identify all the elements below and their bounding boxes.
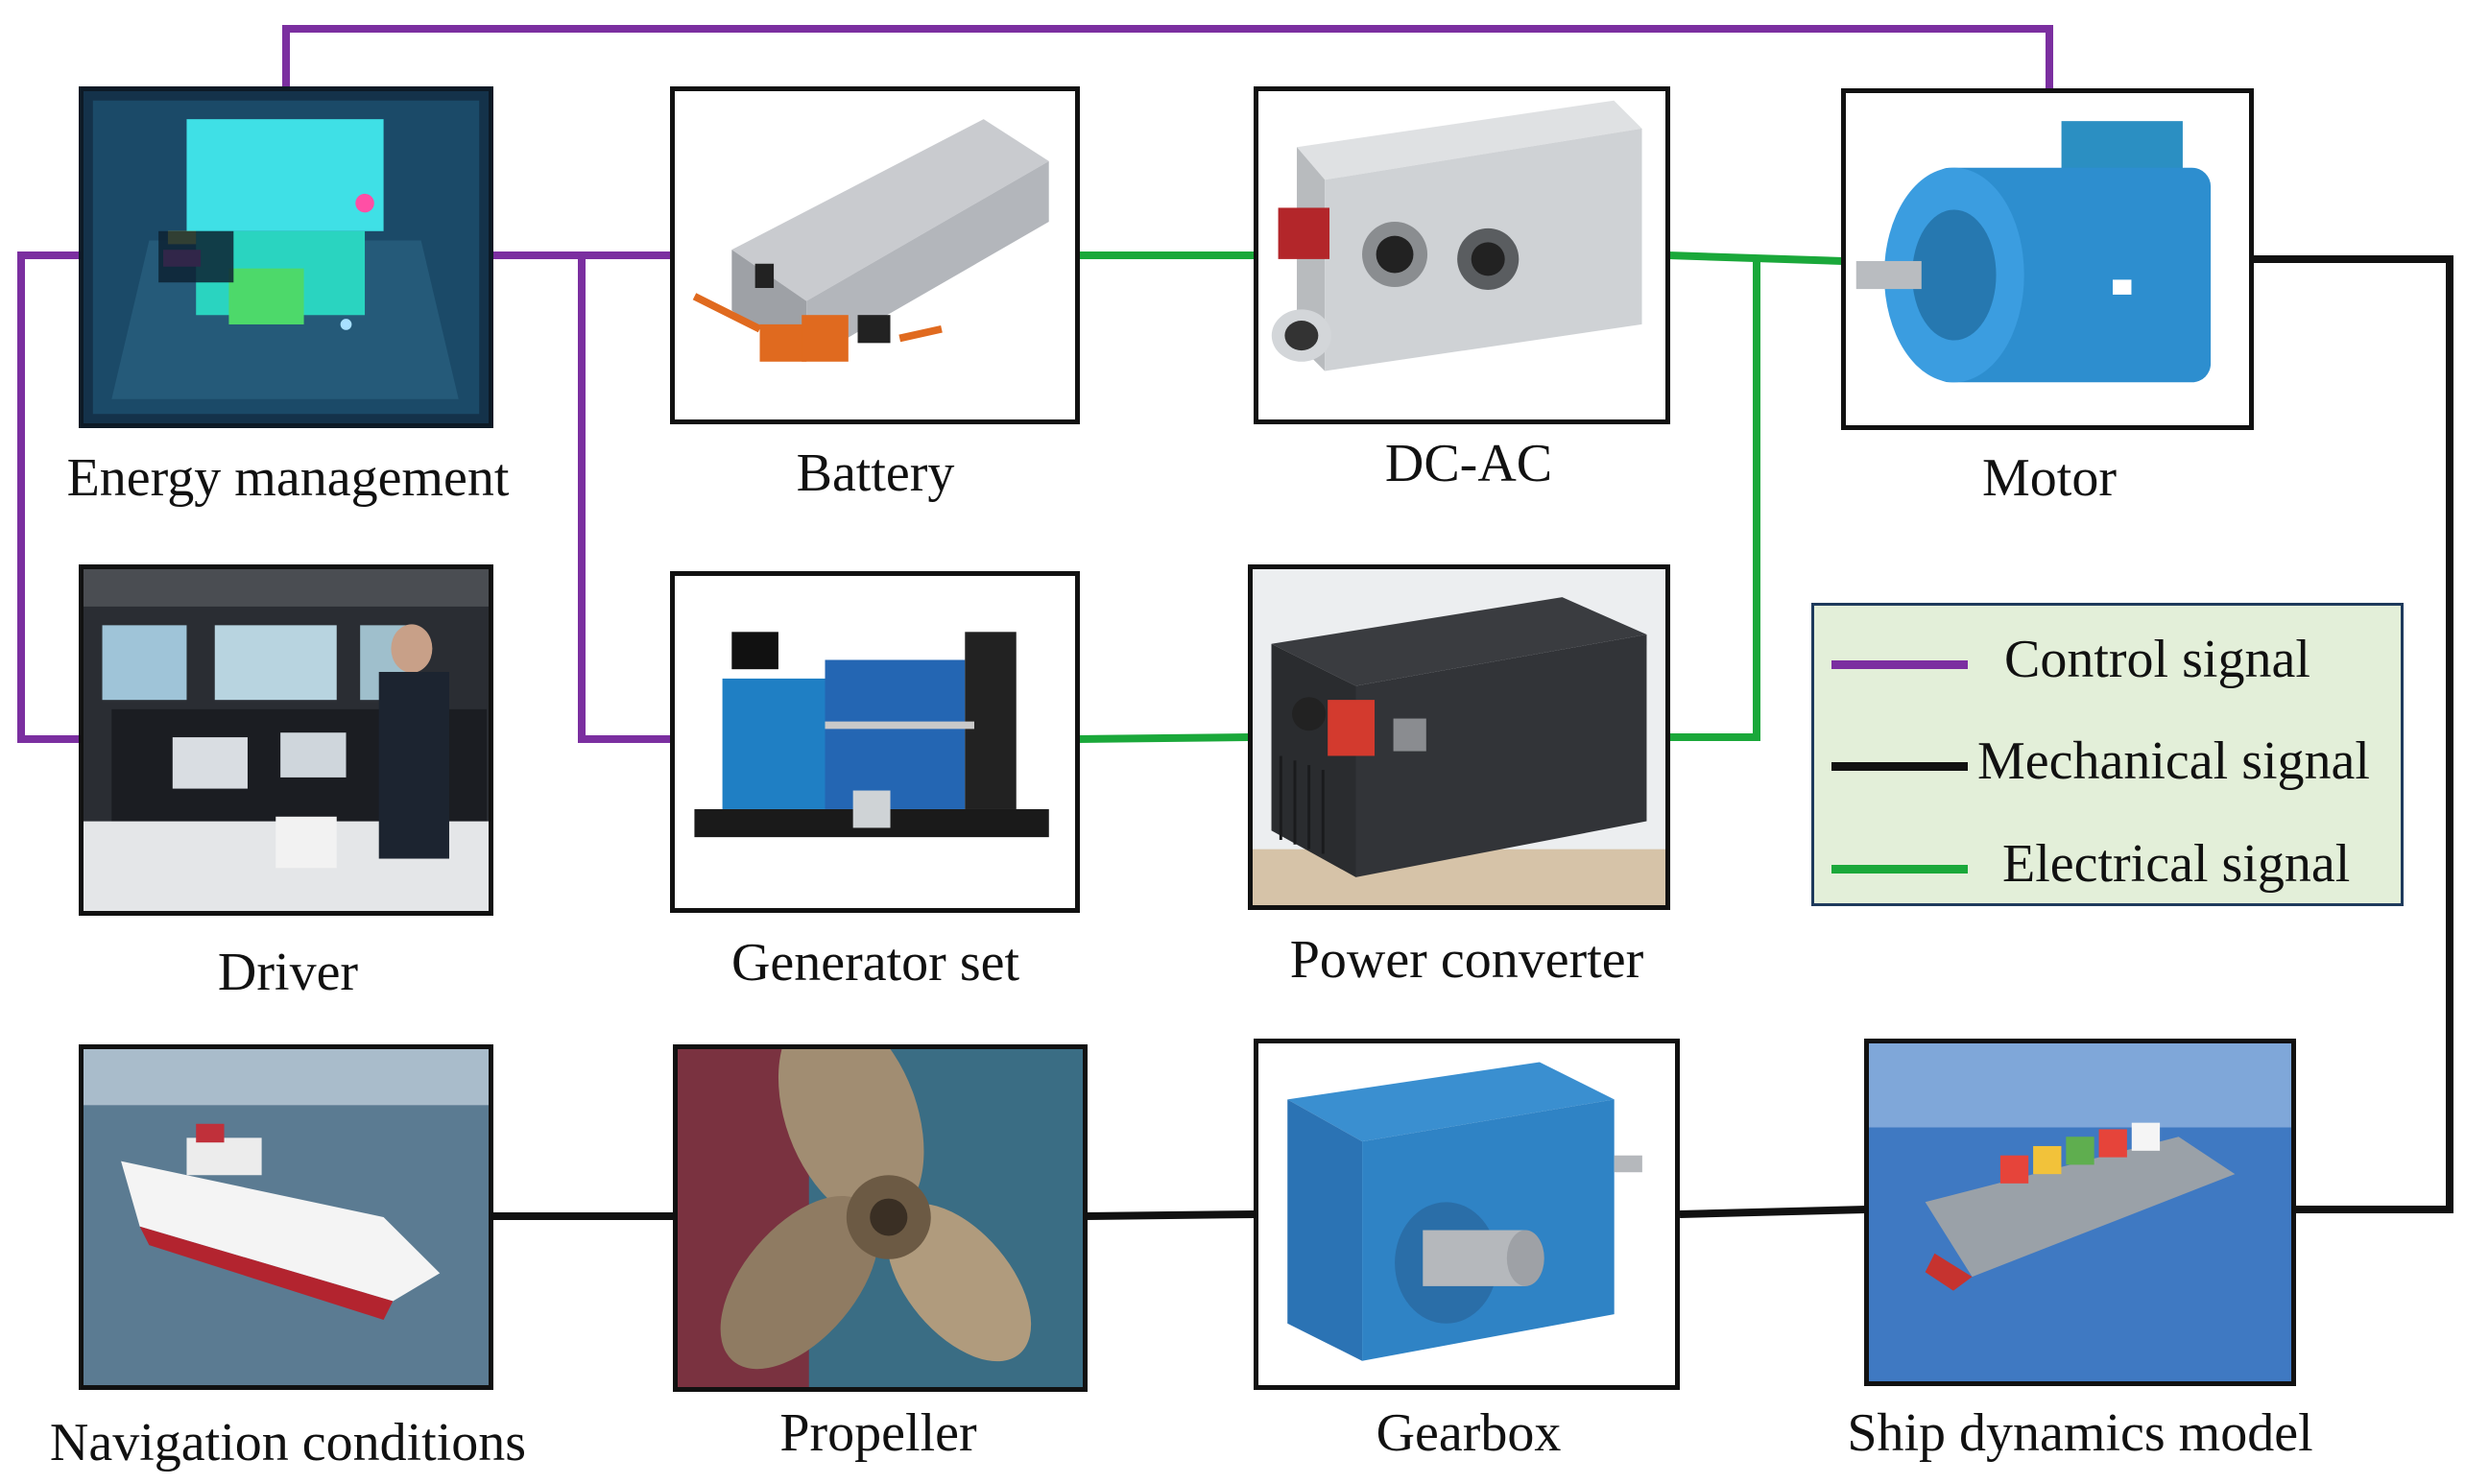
- legend-swatch-electrical: [1831, 865, 1968, 874]
- propeller-image: [673, 1044, 1088, 1392]
- label-motor: Motor: [1982, 448, 2117, 508]
- power-converter-image: [1248, 564, 1670, 910]
- label-ship-dynamics-model: Ship dynamics model: [1847, 1403, 2313, 1463]
- label-propeller: Propeller: [779, 1403, 977, 1463]
- label-energy-management: Energy management: [66, 448, 510, 508]
- legend-label-mechanical: Mechanical signal: [1977, 731, 2370, 791]
- navigation-conditions-image: [79, 1044, 493, 1390]
- control-line-energy-driver: [17, 251, 81, 743]
- control-line-energy-motor: [282, 25, 2053, 93]
- label-generator-set: Generator set: [730, 933, 1020, 993]
- label-navigation-conditions: Navigation conditions: [49, 1413, 527, 1472]
- label-battery: Battery: [796, 443, 955, 503]
- label-power-converter: Power converter: [1289, 930, 1644, 990]
- legend-item-mechanical: Mechanical signal: [1814, 727, 2401, 803]
- label-dc-ac: DC-AC: [1384, 434, 1553, 493]
- driver-image: [79, 564, 493, 916]
- electrical-line-generator-powerconv: [1077, 733, 1251, 743]
- dc-ac-image: [1254, 86, 1670, 424]
- control-line-energy-generator: [578, 255, 672, 743]
- battery-image: [670, 86, 1080, 424]
- electrical-line-powerconv-dcac: [1668, 261, 1760, 741]
- legend-item-electrical: Electrical signal: [1814, 829, 2401, 906]
- motor-image: [1841, 88, 2254, 430]
- legend: Control signal Mechanical signal Electri…: [1811, 603, 2404, 906]
- label-driver: Driver: [217, 943, 359, 1002]
- legend-item-control: Control signal: [1814, 625, 2401, 702]
- mechanical-line-ship-gearbox: [1679, 1206, 1867, 1218]
- ship-dynamics-model-image: [1864, 1039, 2296, 1386]
- legend-label-control: Control signal: [2004, 630, 2310, 689]
- legend-swatch-mechanical: [1831, 762, 1968, 771]
- label-gearbox: Gearbox: [1376, 1403, 1562, 1463]
- energy-management-image: [79, 86, 493, 428]
- electrical-line-dcac-motor: [1667, 251, 1844, 265]
- generator-set-image: [670, 571, 1080, 913]
- legend-label-electrical: Electrical signal: [2002, 834, 2351, 894]
- legend-swatch-control: [1831, 660, 1968, 669]
- mechanical-line-gearbox-propeller: [1084, 1210, 1256, 1220]
- mechanical-line-motor-ship: [2252, 255, 2453, 1213]
- gearbox-image: [1254, 1039, 1680, 1390]
